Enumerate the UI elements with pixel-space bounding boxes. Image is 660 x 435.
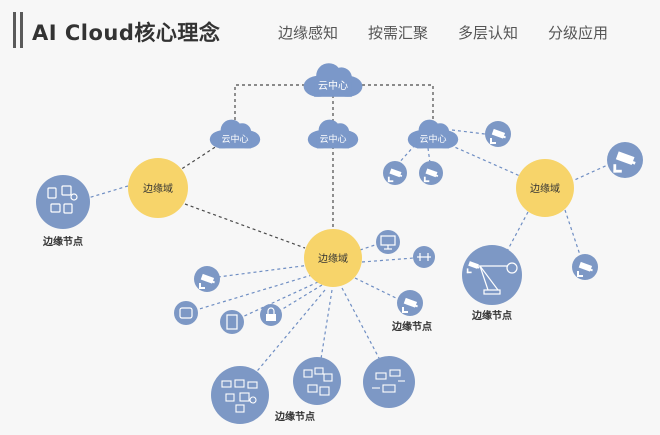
sensor-device — [174, 301, 198, 325]
edge-node-right: 边缘节点 — [462, 245, 522, 322]
edge-node-bottom-middle: 边缘节点 — [274, 357, 341, 423]
network-device — [413, 246, 435, 268]
camera-device: 边缘节点 — [391, 290, 432, 333]
edge-domain-right: 边缘域 — [516, 159, 574, 217]
camera-device — [485, 121, 511, 147]
camera-device — [572, 254, 598, 280]
keyword-multilayer-cognition: 多层认知 — [458, 24, 519, 42]
hierarchy-links — [179, 84, 434, 249]
device-links — [87, 129, 613, 377]
camera-device — [194, 266, 220, 292]
edge-node-bottom-right — [363, 356, 415, 408]
cloud-center-label: 云中心 — [319, 133, 346, 145]
cloud-center-top: 云中心 — [303, 63, 363, 97]
cloud-center-right: 云中心 — [407, 119, 459, 149]
camera-device — [383, 161, 407, 185]
camera-device — [419, 161, 443, 185]
camera-device — [607, 142, 643, 178]
cloud-center-label: 云中心 — [221, 133, 248, 145]
cloud-center-middle: 云中心 — [307, 119, 359, 149]
title-accent-bar — [13, 12, 16, 48]
keyword-tiered-application: 分级应用 — [548, 24, 609, 42]
card-reader-device — [220, 310, 244, 334]
edge-node-label: 边缘节点 — [471, 309, 512, 322]
edge-node-label: 边缘节点 — [42, 235, 83, 248]
title-accent-bar — [20, 12, 23, 48]
edge-node-label: 边缘节点 — [274, 410, 315, 423]
monitor-device — [376, 230, 400, 254]
edge-domain-label: 边缘域 — [318, 252, 348, 265]
edge-node-label: 边缘节点 — [391, 320, 432, 333]
edge-domain-label: 边缘域 — [143, 182, 173, 195]
edge-domain-label: 边缘域 — [530, 182, 560, 195]
edge-node-bottom-left — [211, 366, 269, 424]
cloud-center-label: 云中心 — [419, 133, 446, 145]
cloud-center-label: 云中心 — [318, 79, 348, 92]
edge-domain-center: 边缘域 — [304, 229, 362, 287]
header: AI Cloud核心理念 边缘感知 按需汇聚 多层认知 分级应用 — [0, 0, 660, 60]
cloud-center-left: 云中心 — [209, 119, 261, 149]
edge-node-left: 边缘节点 — [36, 175, 90, 248]
lock-device — [260, 304, 282, 326]
keyword-on-demand-aggregation: 按需汇聚 — [368, 24, 429, 42]
edge-domain-left: 边缘域 — [128, 158, 188, 218]
page-title: AI Cloud核心理念 — [32, 21, 221, 45]
keyword-edge-sensing: 边缘感知 — [278, 24, 339, 42]
